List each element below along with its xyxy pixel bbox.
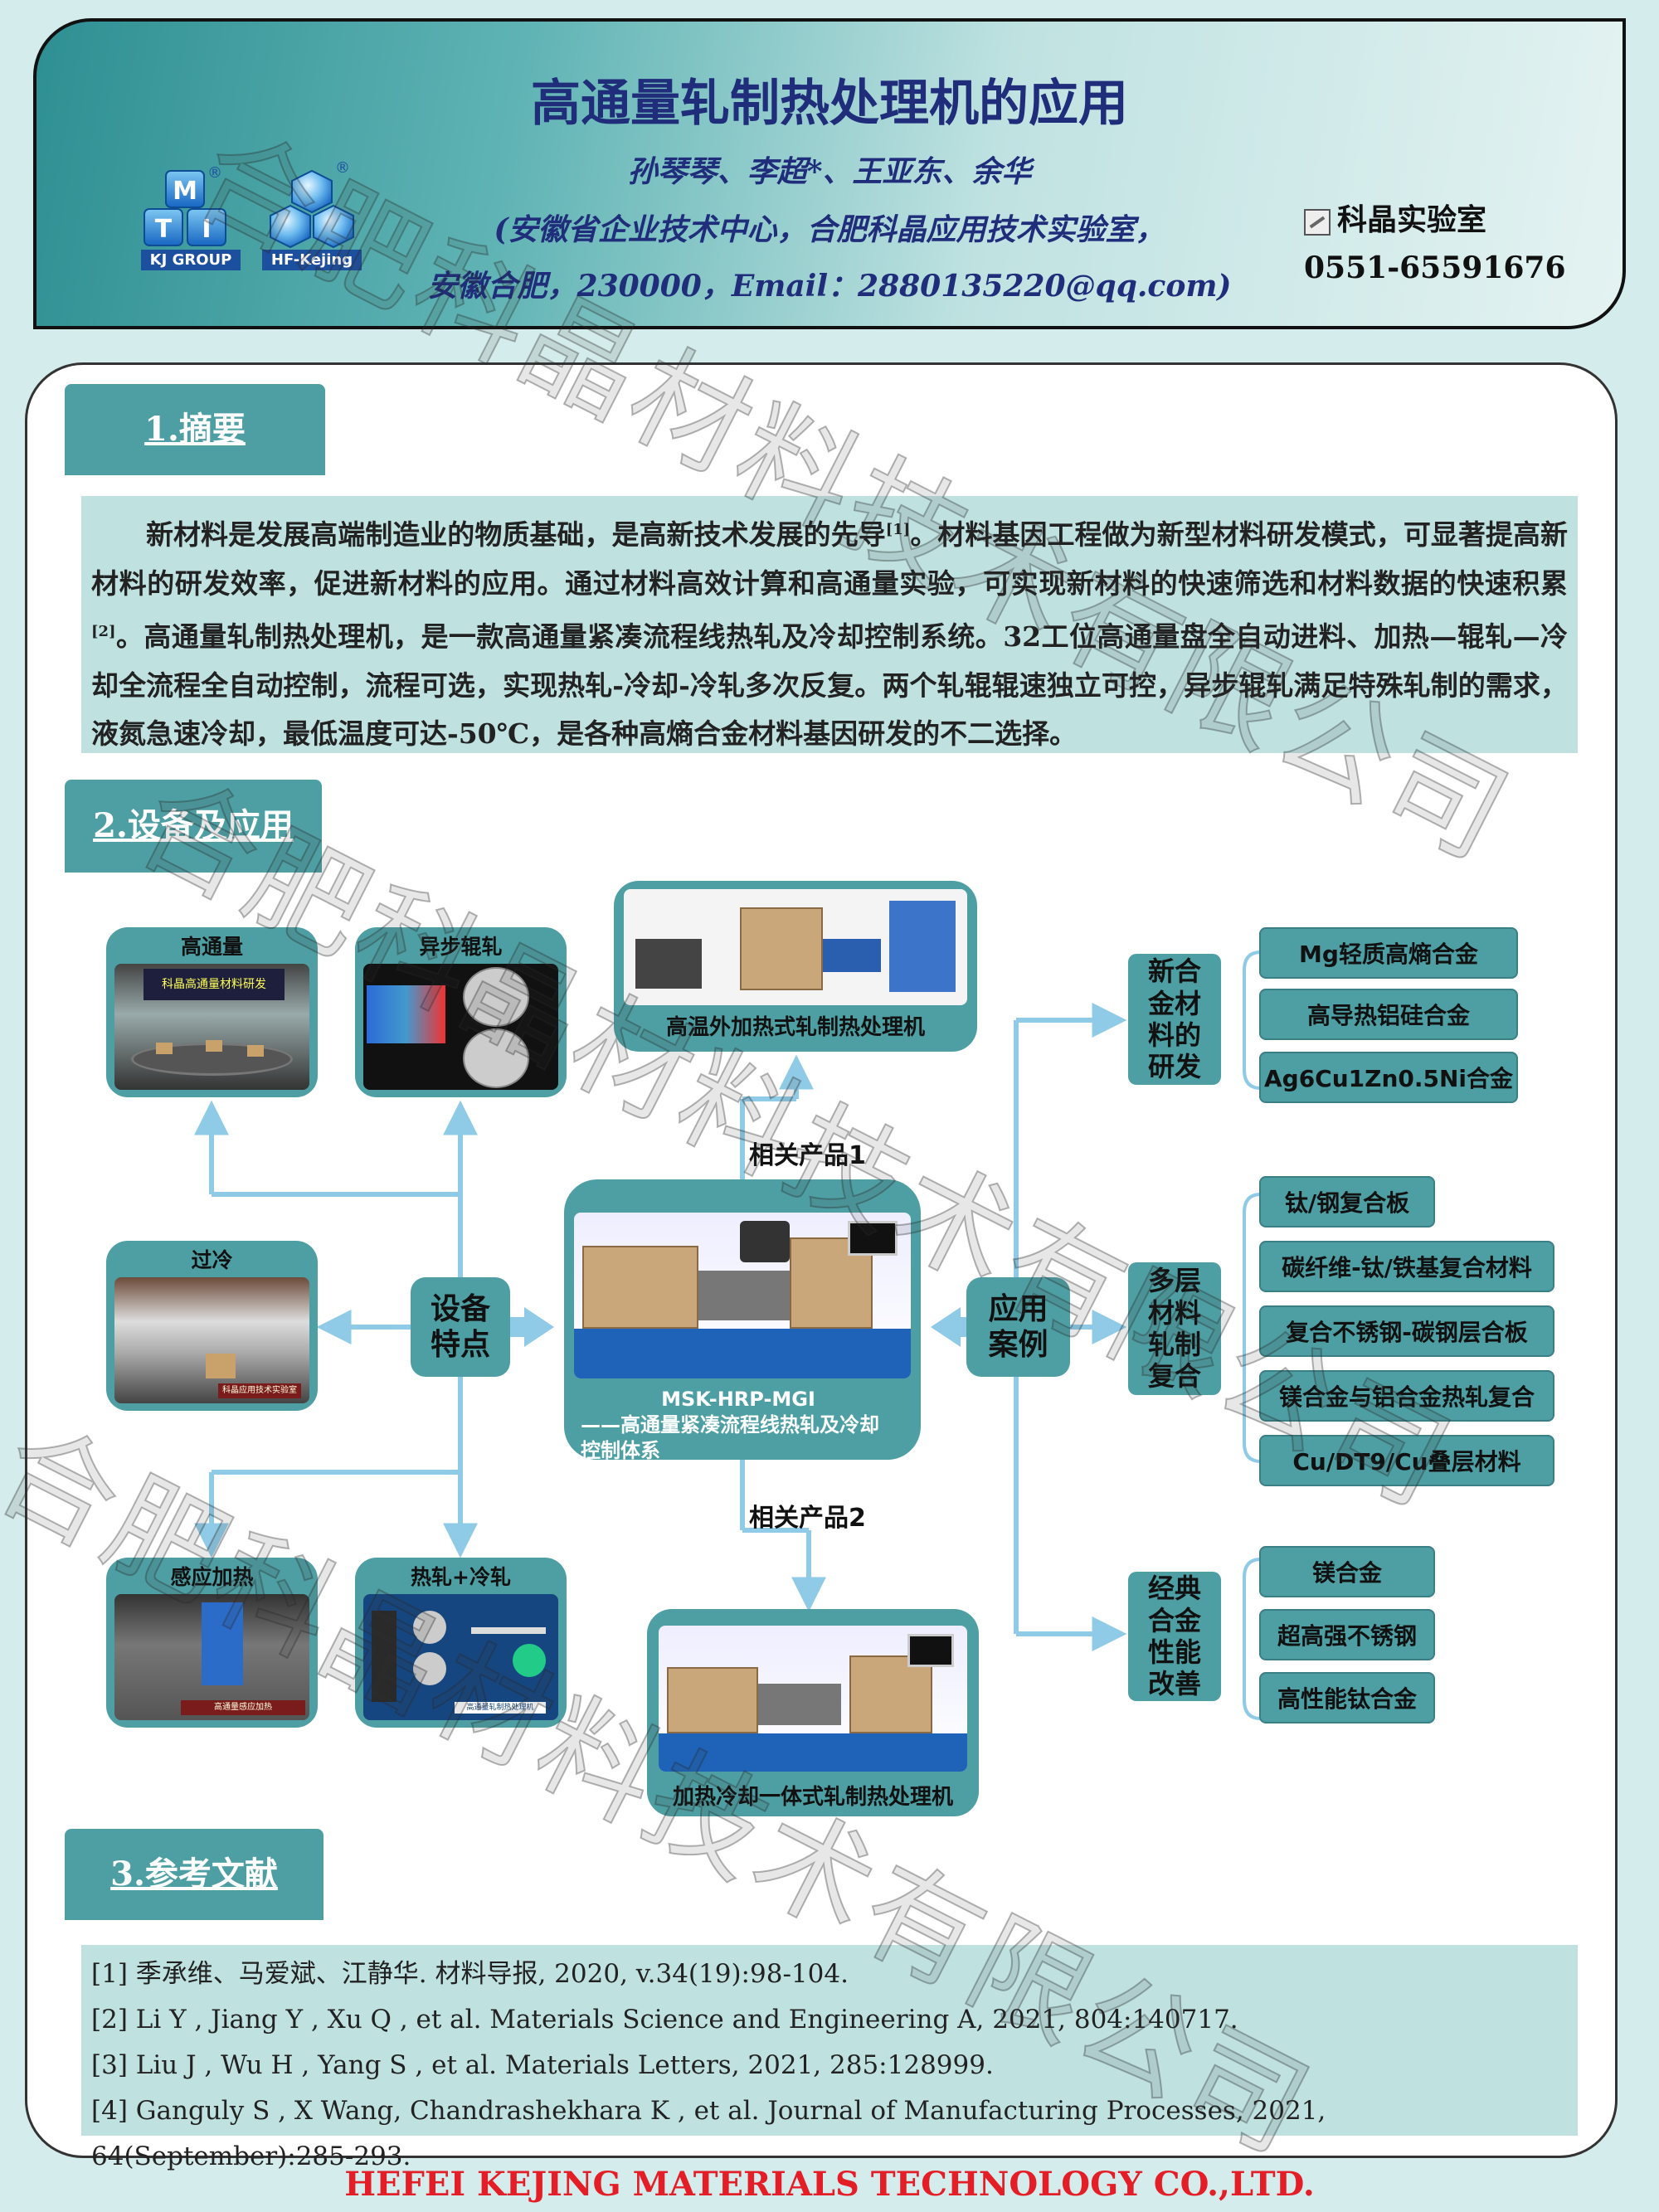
feature-box-high-throughput: 高通量 科晶高通量材料研发 <box>106 927 318 1097</box>
affiliation-line2: 安徽合肥，230000，Email：2880135220@qq.com) <box>427 269 1232 304</box>
feature-label-async-roll: 异步辊轧 <box>419 935 503 959</box>
machine-base <box>574 1329 911 1378</box>
high-throughput-banner: 科晶高通量材料研发 <box>144 969 285 1000</box>
app-item-cu-dt9: Cu/DT9/Cu叠层材料 <box>1259 1435 1554 1486</box>
machine-screen <box>848 1221 898 1256</box>
lab-name-text: 科晶实验室 <box>1337 202 1487 237</box>
feature-label-hot-cold-roll: 热轧+冷轧 <box>411 1565 511 1589</box>
hf-kejing-logo-hexes <box>270 169 354 249</box>
reference-1: [1] 季承维、马爱斌、江静华. 材料导报, 2020, v.34(19):98… <box>91 1959 849 1989</box>
hot-cold-roll-photo: 高通量轧制热处理机 <box>363 1594 558 1720</box>
lab-name: 科晶实验室 <box>1304 196 1486 239</box>
subcool-banner: 科晶应用技术实验室 <box>218 1383 301 1398</box>
affiliation-line1: (安徽省企业技术中心，合肥科晶应用技术实验室， <box>494 212 1165 247</box>
app-item-mg-alloy: 镁合金 <box>1259 1546 1435 1597</box>
feature-label-induction: 感应加热 <box>170 1565 254 1589</box>
references-list: [1] 季承维、马爱斌、江静华. 材料导报, 2020, v.34(19):98… <box>81 1945 1578 2171</box>
feature-box-induction: 感应加热 高通量感应加热 <box>106 1558 318 1728</box>
main-machine-model: MSK-HRP-MGI <box>661 1388 815 1411</box>
app-item-ti-steel: 钛/钢复合板 <box>1259 1176 1435 1228</box>
mti-logo-caption: KJ GROUP <box>141 250 241 270</box>
app-item-ag-alloy: Ag6Cu1Zn0.5Ni合金 <box>1259 1052 1518 1103</box>
mti-letter-t: T <box>155 215 173 244</box>
lab-phone: 0551-65591676 <box>1304 250 1566 285</box>
induction-banner: 高通量感应加热 <box>181 1700 305 1715</box>
ref2-mark: [2] <box>91 623 116 640</box>
app-center-label: 应用 案例 <box>966 1277 1070 1377</box>
section1-heading: 1.摘要 <box>65 384 325 475</box>
machine-roller <box>698 1271 790 1320</box>
mti-logo: M T I ® KJ GROUP <box>141 164 241 277</box>
feature-box-hot-cold-roll: 热轧+冷轧 高通量轧制热处理机 <box>355 1558 567 1728</box>
product2-photo <box>659 1626 967 1772</box>
high-throughput-photo: 科晶高通量材料研发 <box>114 964 309 1090</box>
feature-label-subcool: 过冷 <box>191 1248 233 1272</box>
simulation-plot <box>367 985 445 1043</box>
main-machine-caption: MSK-HRP-MGI ——高通量紧凑流程线热轧及冷却控制体系 <box>581 1387 896 1464</box>
main-machine-photo <box>574 1213 911 1378</box>
induction-photo: 高通量感应加热 <box>114 1594 309 1720</box>
feature-box-subcool: 过冷 科晶应用技术实验室 <box>106 1241 318 1411</box>
mti-logo-cubes: M T I <box>144 170 226 246</box>
ref1-mark: [1] <box>885 521 911 538</box>
app-item-carbon-fiber: 碳纤维-钛/铁基复合材料 <box>1259 1241 1554 1292</box>
company-footer: HEFEI KEJING MATERIALS TECHNOLOGY CO.,LT… <box>344 2165 1315 2204</box>
hf-logo-caption: HF-Kejing <box>262 250 362 270</box>
reference-2: [2] Li Y , Jiang Y , Xu Q , et al. Mater… <box>91 2005 1238 2035</box>
main-machine-box: MSK-HRP-MGI ——高通量紧凑流程线热轧及冷却控制体系 <box>564 1179 921 1462</box>
app-item-ti-alloy: 高性能钛合金 <box>1259 1672 1435 1723</box>
section2-heading: 2.设备及应用 <box>65 780 322 873</box>
async-roll-photo <box>363 964 558 1090</box>
related-product1-label: 相关产品1 <box>749 1141 866 1170</box>
mti-registered-mark: ® <box>207 164 222 182</box>
mti-letter-i: I <box>202 215 211 244</box>
hf-registered-mark: ® <box>335 159 350 177</box>
authors: 孙琴琴、李超*、王亚东、余华 <box>627 154 1032 189</box>
robot-arm-shape <box>202 1602 243 1685</box>
category-label-new-alloy: 新合 金材 料的 研发 <box>1128 954 1221 1085</box>
machine-housing-left <box>582 1246 698 1329</box>
app-item-mg-hea: Mg轻质高熵合金 <box>1259 927 1518 979</box>
poster-header: 高通量轧制热处理机的应用 孙琴琴、李超*、王亚东、余华 (安徽省企业技术中心，合… <box>33 18 1626 329</box>
lab-icon <box>1304 209 1331 236</box>
product2-caption: 加热冷却一体式轧制热处理机 <box>672 1785 953 1810</box>
app-item-al-si: 高导热铝硅合金 <box>1259 989 1518 1040</box>
lower-roll <box>463 1028 529 1088</box>
upper-roll <box>463 967 529 1027</box>
feature-label-high-throughput: 高通量 <box>180 935 243 959</box>
feature-center-label: 设备 特点 <box>411 1277 510 1377</box>
product1-photo <box>624 889 967 1005</box>
category-label-classic-alloy: 经典 合金 性能 改善 <box>1128 1572 1221 1701</box>
roll-panel-caption: 高通量轧制热处理机 <box>455 1702 546 1714</box>
product1-box: 高温外加热式轧制热处理机 <box>614 881 977 1052</box>
related-product2-label: 相关产品2 <box>749 1504 866 1533</box>
reference-4: [4] Ganguly S , X Wang, Chandrashekhara … <box>91 2096 1326 2171</box>
hf-kejing-logo: ® HF-Kejing <box>262 159 362 277</box>
main-machine-description: ——高通量紧凑流程线热轧及冷却控制体系 <box>581 1413 879 1462</box>
abstract-text: 新材料是发展高端制造业的物质基础，是高新技术发展的先导[1]。材料基因工程做为新… <box>81 496 1578 753</box>
section3-heading: 3.参考文献 <box>65 1829 324 1920</box>
product1-caption: 高温外加热式轧制热处理机 <box>665 1015 925 1040</box>
poster-title: 高通量轧制热处理机的应用 <box>531 75 1128 133</box>
app-item-mg-al: 镁合金与铝合金热轧复合 <box>1259 1370 1554 1422</box>
product2-box: 加热冷却一体式轧制热处理机 <box>647 1609 979 1816</box>
app-item-uhs-stainless: 超高强不锈钢 <box>1259 1609 1435 1660</box>
feature-box-async-roll: 异步辊轧 <box>355 927 567 1097</box>
reference-3: [3] Liu J , Wu H , Yang S , et al. Mater… <box>91 2050 994 2080</box>
mti-letter-m: M <box>173 177 197 206</box>
category-label-multilayer: 多层 材料 轧制 复合 <box>1128 1262 1221 1395</box>
subcool-photo: 科晶应用技术实验室 <box>114 1277 309 1403</box>
app-item-stainless-carbon: 复合不锈钢-碳钢层合板 <box>1259 1305 1554 1357</box>
